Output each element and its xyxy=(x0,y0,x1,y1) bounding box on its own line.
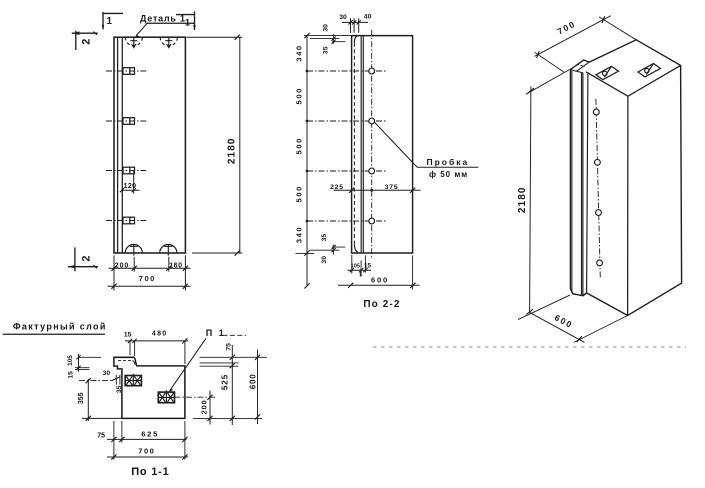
svg-text:1: 1 xyxy=(107,16,113,27)
svg-text:105: 105 xyxy=(351,264,360,270)
svg-text:По 1-1: По 1-1 xyxy=(131,466,169,478)
svg-text:105: 105 xyxy=(67,355,74,366)
svg-text:700: 700 xyxy=(139,274,156,283)
svg-text:Деталь 1: Деталь 1 xyxy=(140,14,185,24)
svg-text:35: 35 xyxy=(321,234,328,242)
svg-text:Фактурный слой: Фактурный слой xyxy=(13,322,107,332)
svg-text:600: 600 xyxy=(248,374,257,390)
svg-text:600: 600 xyxy=(553,312,575,330)
svg-text:Пробка: Пробка xyxy=(427,157,470,167)
svg-text:200: 200 xyxy=(115,262,129,269)
svg-text:75: 75 xyxy=(97,433,105,440)
svg-text:15: 15 xyxy=(67,371,74,379)
svg-text:625: 625 xyxy=(141,430,159,439)
svg-text:500: 500 xyxy=(294,185,303,202)
svg-text:525: 525 xyxy=(221,374,230,390)
svg-text:2: 2 xyxy=(81,39,93,45)
svg-text:40: 40 xyxy=(364,14,372,21)
svg-text:30: 30 xyxy=(321,256,328,264)
svg-text:120: 120 xyxy=(124,183,137,190)
svg-text:75: 75 xyxy=(225,343,232,351)
svg-text:500: 500 xyxy=(294,137,303,154)
svg-text:225: 225 xyxy=(330,184,344,191)
svg-text:340: 340 xyxy=(294,226,303,243)
svg-text:2180: 2180 xyxy=(227,137,238,164)
svg-text:30: 30 xyxy=(339,14,347,21)
svg-text:35: 35 xyxy=(116,385,123,393)
svg-text:355: 355 xyxy=(78,392,85,404)
svg-text:15: 15 xyxy=(124,331,132,338)
svg-text:340: 340 xyxy=(294,44,303,61)
svg-text:ф 50 мм: ф 50 мм xyxy=(429,170,468,179)
svg-text:480: 480 xyxy=(152,330,168,337)
svg-text:30: 30 xyxy=(323,24,330,32)
svg-text:По 2-2: По 2-2 xyxy=(363,299,400,310)
svg-text:30: 30 xyxy=(103,370,111,377)
svg-text:200: 200 xyxy=(199,400,208,415)
svg-text:700: 700 xyxy=(556,18,578,36)
svg-text:2180: 2180 xyxy=(517,186,528,213)
svg-text:35: 35 xyxy=(323,46,330,54)
svg-text:500: 500 xyxy=(294,87,303,104)
svg-text:15: 15 xyxy=(364,263,372,270)
svg-text:160: 160 xyxy=(169,263,182,270)
svg-text:600: 600 xyxy=(371,276,389,285)
svg-text:1: 1 xyxy=(185,18,190,28)
svg-text:П 1: П 1 xyxy=(206,328,226,338)
svg-text:375: 375 xyxy=(385,184,399,191)
svg-text:2: 2 xyxy=(81,255,93,261)
svg-text:700: 700 xyxy=(138,447,155,456)
